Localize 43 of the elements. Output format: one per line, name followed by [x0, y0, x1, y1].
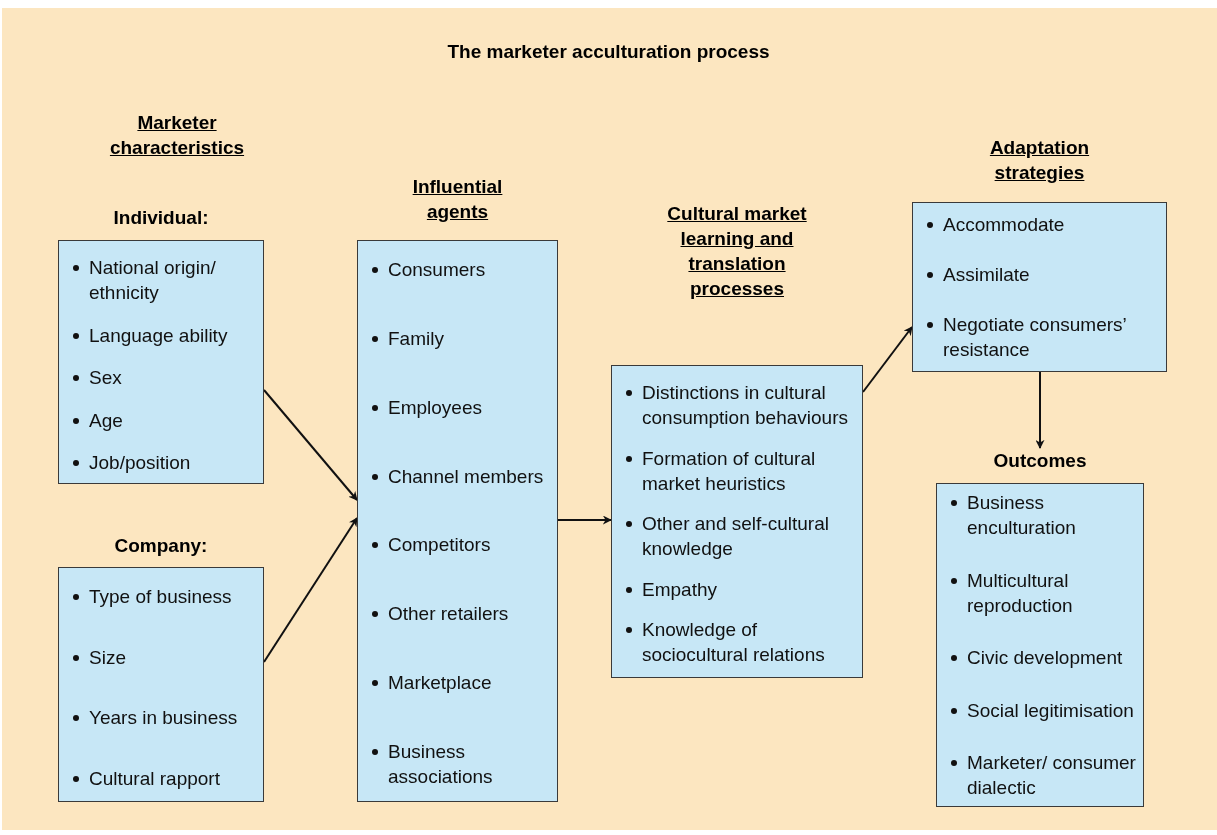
arrow	[862, 326, 913, 393]
list-item: Type of business	[89, 586, 232, 607]
list-item: Employees	[388, 396, 482, 418]
diagram-title: The marketer acculturation process	[446, 41, 771, 63]
list-item: Other retailers	[388, 603, 509, 625]
section-heading: Marketer characteristics	[108, 111, 246, 160]
section-heading: Outcomes	[992, 449, 1088, 473]
section-heading: Influential agents	[411, 175, 504, 224]
list-item: Years in business	[89, 707, 238, 729]
list-item: Competitors	[388, 534, 491, 556]
list-item: Sex	[89, 367, 122, 388]
list-item: Cultural rapport	[89, 767, 220, 789]
list-item: Other and self-cultural knowledge	[642, 513, 829, 559]
list-item: Language ability	[89, 324, 228, 346]
list-item: Knowledge of sociocultural relations	[642, 619, 825, 665]
list-item: Size	[89, 646, 126, 668]
list-item: Civic development	[967, 647, 1123, 668]
list-item: Marketplace	[388, 672, 492, 694]
list-item: Family	[388, 327, 444, 349]
list-item: Channel members	[388, 465, 544, 487]
section-heading: Adaptation strategies	[988, 136, 1091, 185]
list-item: Age	[89, 409, 123, 431]
arrow	[263, 517, 358, 663]
arrow	[557, 515, 612, 525]
list-item: Empathy	[642, 578, 717, 600]
list-item: National origin/ ethnicity	[89, 257, 216, 303]
section-heading: Company:	[113, 534, 209, 558]
list-item: Negotiate consumers’ resistance	[943, 314, 1127, 360]
arrow	[1035, 371, 1045, 449]
list-item: Multicultural reproduction	[967, 569, 1073, 616]
list-item: Job/position	[89, 452, 191, 473]
list-item: Consumers	[388, 259, 486, 280]
list-item: Distinctions in cultural consumption behaviours	[642, 382, 848, 428]
list-item: Assimilate	[943, 264, 1030, 285]
section-heading: Individual:	[112, 206, 210, 230]
list-item: Business enculturation	[967, 492, 1076, 538]
list-item: Accommodate	[943, 214, 1065, 235]
list-item: Social legitimisation	[967, 699, 1134, 721]
arrow	[263, 389, 358, 501]
list-item: Business associations	[388, 740, 493, 787]
list-item: Marketer/ consumer dialectic	[967, 752, 1136, 798]
list-item: Formation of cultural market heuristics	[642, 447, 816, 494]
section-heading: Cultural market learning and translation processes	[667, 202, 807, 301]
